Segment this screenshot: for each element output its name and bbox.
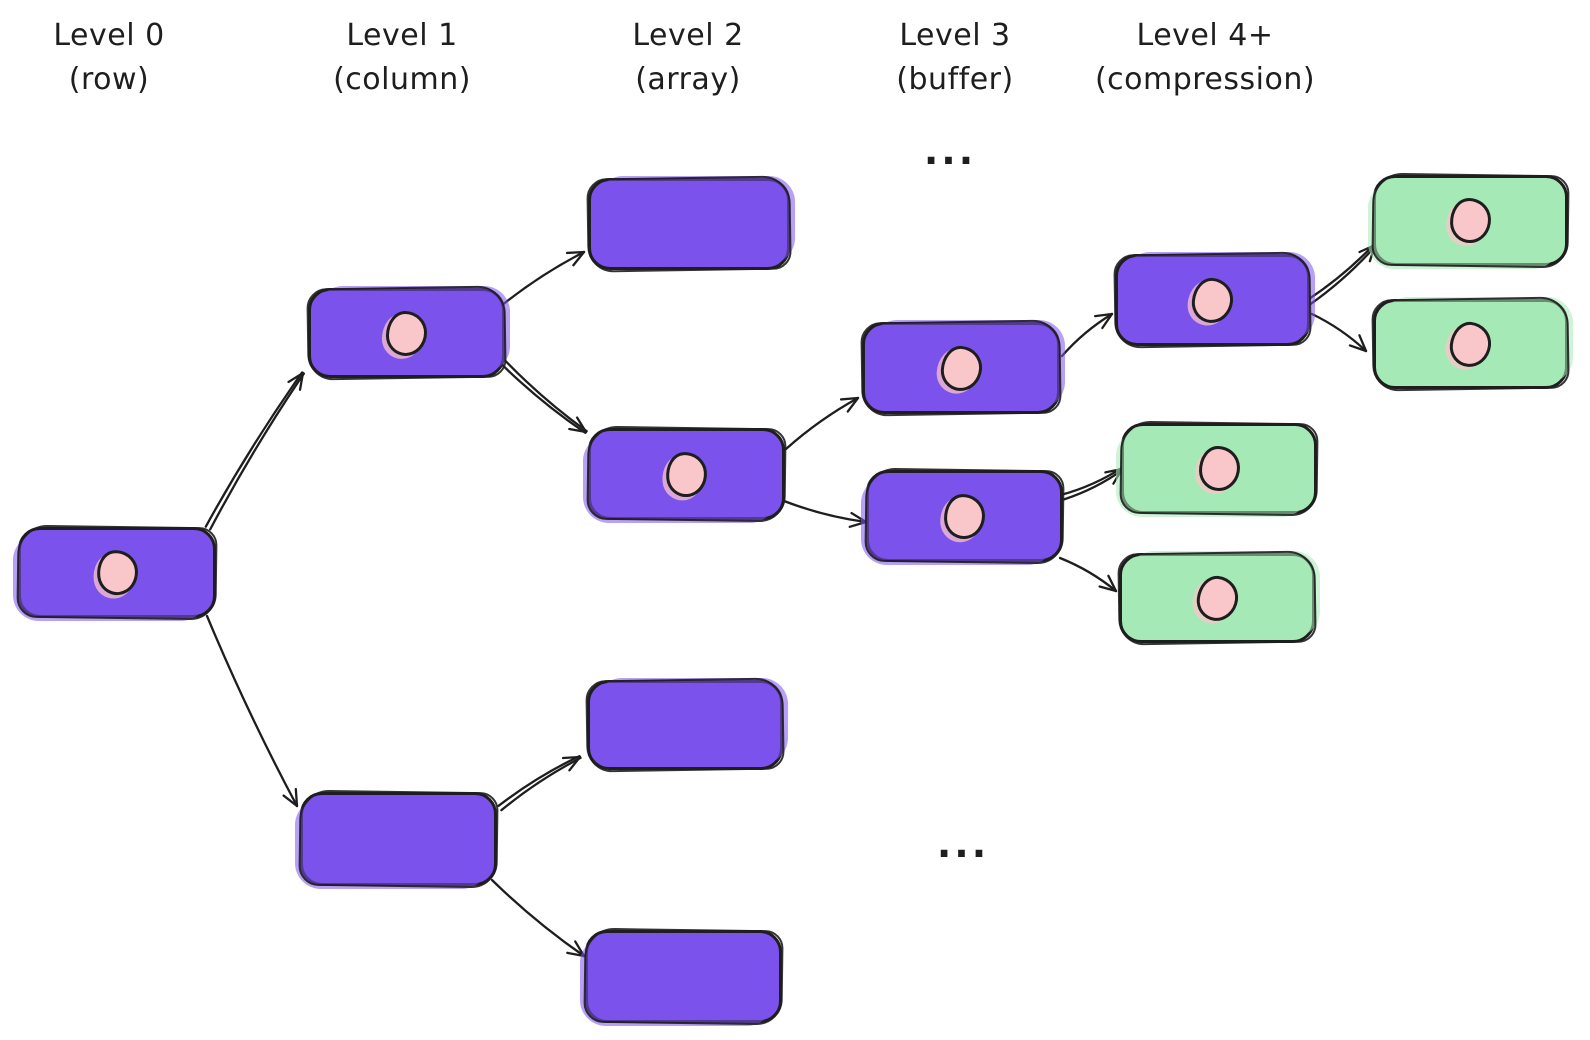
header-level-4: Level 4+ (compression) xyxy=(1095,14,1315,102)
header-title: Level 4+ xyxy=(1136,18,1274,53)
header-subtitle: (row) xyxy=(68,62,150,97)
header-title: Level 0 xyxy=(53,18,165,53)
header-level-2: Level 2 (array) xyxy=(632,14,743,102)
node-level1-column-bottom xyxy=(300,792,497,886)
node-level4-green-3 xyxy=(1121,423,1317,514)
node-level4-green-2 xyxy=(1373,299,1568,389)
ellipsis-top: ... xyxy=(923,129,977,173)
node-level1-column-top xyxy=(308,288,505,378)
marker-dot-icon xyxy=(942,492,987,540)
node-level4-green-1 xyxy=(1373,175,1568,266)
node-level4-green-4 xyxy=(1119,553,1315,643)
node-level2-array-4 xyxy=(585,930,782,1023)
arrow-level1-column-top-to-level2-array-2 xyxy=(499,357,588,434)
header-subtitle: (buffer) xyxy=(896,62,1014,97)
header-title: Level 2 xyxy=(632,18,744,53)
arrow-level1-column-bottom-to-level2-array-4 xyxy=(490,878,586,958)
node-level4-compression xyxy=(1115,254,1310,346)
marker-dot-icon xyxy=(1190,275,1235,325)
header-subtitle: (array) xyxy=(635,62,741,97)
marker-dot-icon xyxy=(1449,197,1492,244)
header-subtitle: (compression) xyxy=(1094,62,1316,97)
arrow-level2-array-2-to-level3-buffer-top xyxy=(784,396,860,451)
arrow-level1-column-top-to-level2-array-1 xyxy=(499,250,586,308)
arrow-level3-buffer-top-to-level4-compression xyxy=(1060,312,1114,358)
header-title: Level 3 xyxy=(899,18,1011,53)
arrow-level3-buffer-bottom-to-level4-green-4 xyxy=(1058,556,1118,593)
marker-dot-icon xyxy=(664,449,709,499)
arrow-level3-buffer-bottom-to-level4-green-3 xyxy=(1060,466,1124,501)
header-level-0: Level 0 (row) xyxy=(53,14,164,102)
marker-dot-icon xyxy=(385,310,428,356)
marker-dot-icon xyxy=(1447,319,1494,369)
node-level2-array-3 xyxy=(587,680,783,770)
marker-dot-icon xyxy=(93,547,141,598)
arrow-level2-array-2-to-level3-buffer-bottom xyxy=(782,499,868,528)
arrow-level4-compression-to-level4-green-1 xyxy=(1306,243,1377,306)
node-level0-row xyxy=(18,527,216,618)
arrow-level0-row-to-level1-column-bottom xyxy=(205,614,299,808)
marker-dot-icon xyxy=(938,344,984,392)
node-level3-buffer-top xyxy=(862,322,1060,414)
header-level-1: Level 1 (column) xyxy=(333,14,471,102)
arrow-level1-column-bottom-to-level2-array-3 xyxy=(497,754,582,812)
marker-dot-icon xyxy=(1193,573,1241,623)
arrow-level4-compression-to-level4-green-2 xyxy=(1310,312,1368,353)
marker-dot-icon xyxy=(1198,445,1240,492)
node-level2-array-2 xyxy=(588,428,785,520)
node-level2-array-1 xyxy=(588,178,790,270)
header-title: Level 1 xyxy=(346,18,458,53)
header-subtitle: (column) xyxy=(333,62,471,97)
node-level3-buffer-bottom xyxy=(866,470,1063,562)
arrow-level0-row-to-level1-column-top xyxy=(204,371,306,531)
header-level-3: Level 3 (buffer) xyxy=(896,14,1013,102)
ellipsis-bottom: ... xyxy=(936,822,990,866)
